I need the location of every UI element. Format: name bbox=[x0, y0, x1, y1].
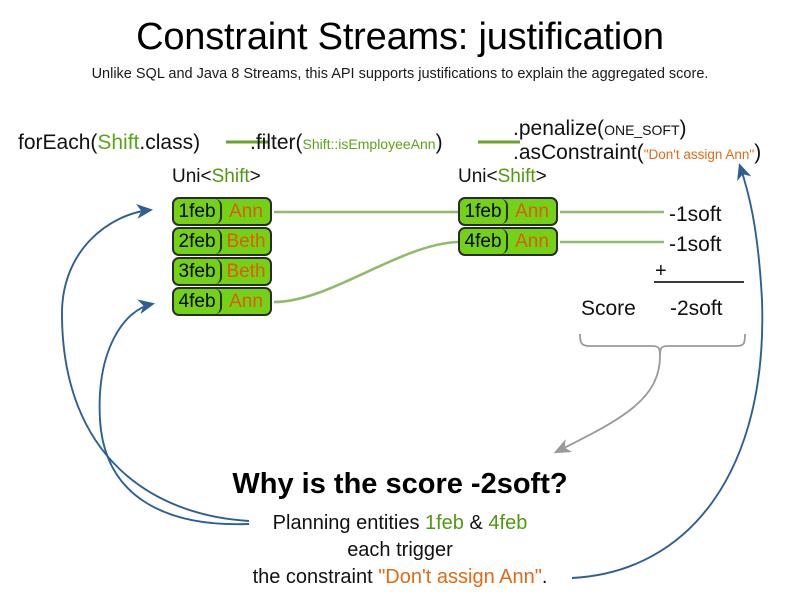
code-filter-suffix: ) bbox=[435, 131, 443, 154]
shift-employee: Ann bbox=[229, 201, 263, 222]
left-shift-row-3[interactable]: 3feb Beth bbox=[172, 257, 272, 286]
justification-heading: Why is the score -2soft? bbox=[232, 468, 568, 500]
right-stream-label-suffix: > bbox=[535, 166, 547, 187]
code-filter-ref: Shift::isEmployeeAnn bbox=[302, 136, 436, 152]
shift-date: 3feb bbox=[174, 259, 223, 284]
page-subtitle: Unlike SQL and Java 8 Streams, this API … bbox=[91, 66, 709, 82]
code-asconstraint: .asConstraint("Don't assign Ann") bbox=[513, 142, 761, 163]
left-stream-label-suffix: > bbox=[249, 166, 261, 187]
shift-date: 4feb bbox=[460, 229, 509, 254]
score-total-value: -2soft bbox=[670, 297, 723, 320]
justification-line-1-prefix: Planning entities bbox=[272, 512, 425, 534]
justification-line-3-prefix: the constraint bbox=[252, 566, 379, 588]
shift-employee: Beth bbox=[226, 261, 266, 282]
justification-constraint-name: "Don't assign Ann" bbox=[378, 566, 542, 588]
shift-employee: Ann bbox=[515, 231, 549, 252]
penalty-label-row-1: -1soft bbox=[669, 203, 722, 226]
code-foreach: forEach(Shift.class) bbox=[18, 132, 200, 153]
justification-line-3: the constraint "Don't assign Ann". bbox=[150, 566, 650, 589]
score-label: Score bbox=[581, 297, 636, 320]
page-title: Constraint Streams: justification bbox=[136, 16, 664, 58]
score-plus-sign: + bbox=[655, 260, 667, 282]
left-shift-row-1[interactable]: 1feb Ann bbox=[172, 197, 272, 226]
code-filter-prefix: .filter( bbox=[250, 131, 303, 154]
left-stream-label: Uni<Shift> bbox=[172, 166, 261, 188]
shift-date: 1feb bbox=[460, 199, 509, 224]
brace-to-question-arrow bbox=[553, 355, 661, 454]
shift-date: 2feb bbox=[174, 229, 223, 254]
shift-employee: Ann bbox=[229, 291, 263, 312]
code-foreach-prefix: forEach( bbox=[18, 131, 98, 154]
connector-4feb bbox=[273, 240, 459, 304]
left-stream-label-type: Shift bbox=[211, 166, 250, 187]
justification-line-1: Planning entities 1feb & 4feb bbox=[150, 512, 650, 535]
shift-date: 4feb bbox=[174, 289, 223, 314]
code-asconstraint-prefix: .asConstraint( bbox=[513, 141, 644, 164]
right-stream-label-type: Shift bbox=[497, 166, 536, 187]
code-penalize: .penalize(ONE_SOFT) bbox=[513, 118, 687, 139]
code-foreach-type: Shift bbox=[97, 131, 140, 154]
code-asconstraint-arg: "Don't assign Ann" bbox=[643, 147, 755, 162]
code-foreach-suffix: .class) bbox=[139, 131, 201, 154]
justification-line-3-suffix: . bbox=[541, 566, 548, 588]
shift-employee: Beth bbox=[226, 231, 266, 252]
right-shift-row-1[interactable]: 1feb Ann bbox=[458, 197, 558, 226]
code-penalize-prefix: .penalize( bbox=[513, 117, 605, 140]
code-penalize-suffix: ) bbox=[679, 117, 687, 140]
penalty-label-row-2: -1soft bbox=[669, 233, 722, 256]
right-stream-label-prefix: Uni< bbox=[458, 166, 498, 187]
justification-entity-a: 1feb bbox=[425, 512, 464, 534]
right-stream-label: Uni<Shift> bbox=[458, 166, 547, 188]
left-shift-row-2[interactable]: 2feb Beth bbox=[172, 227, 272, 256]
score-brace bbox=[579, 333, 746, 357]
shift-employee: Ann bbox=[515, 201, 549, 222]
justification-line-1-amp: & bbox=[463, 512, 489, 534]
shift-date: 1feb bbox=[174, 199, 223, 224]
code-penalize-arg: ONE_SOFT bbox=[604, 122, 680, 138]
justification-line-2: each trigger bbox=[347, 539, 453, 561]
code-asconstraint-suffix: ) bbox=[754, 141, 762, 164]
justification-entity-b: 4feb bbox=[488, 512, 528, 534]
code-filter: .filter(Shift::isEmployeeAnn) bbox=[250, 132, 443, 153]
left-stream-label-prefix: Uni< bbox=[172, 166, 212, 187]
right-shift-row-2[interactable]: 4feb Ann bbox=[458, 227, 558, 256]
left-shift-row-4[interactable]: 4feb Ann bbox=[172, 287, 272, 316]
